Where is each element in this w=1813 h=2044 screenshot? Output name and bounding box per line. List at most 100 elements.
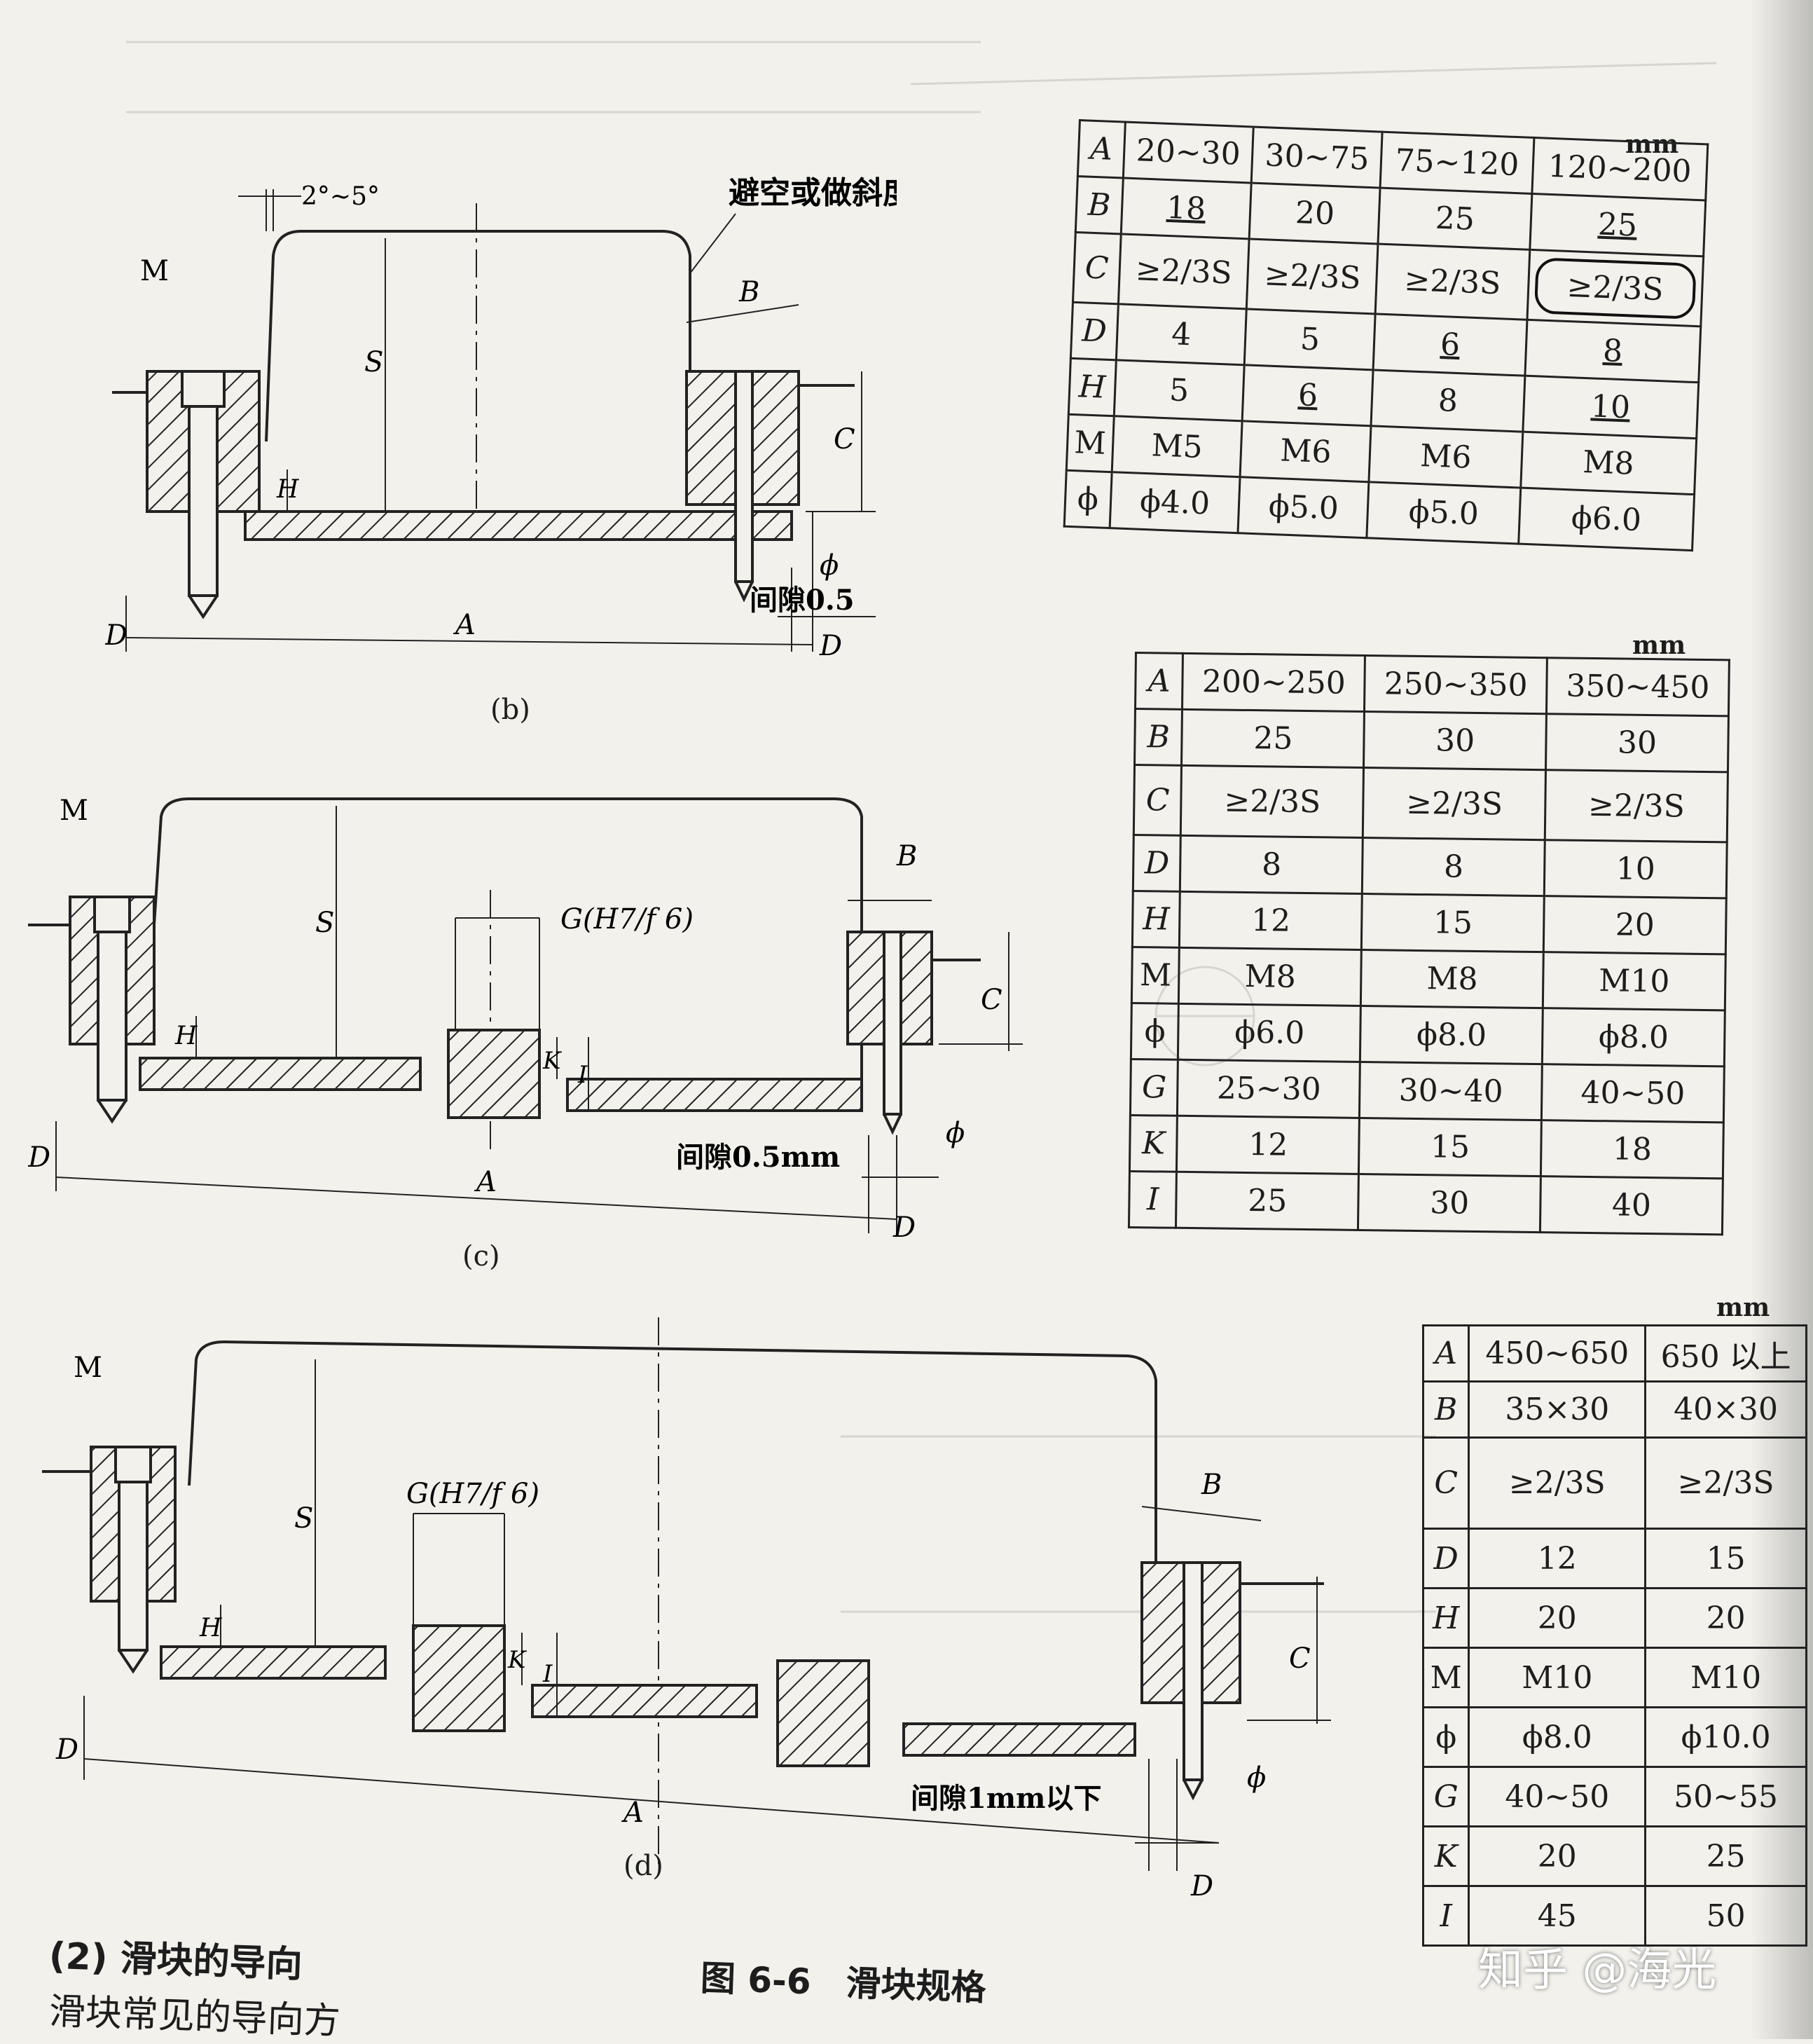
label-a: A	[474, 1166, 497, 1198]
table-cell: 75~120	[1380, 132, 1534, 194]
label-gap: 间隙0.5	[750, 584, 855, 617]
label-phi: ϕ	[946, 1117, 965, 1149]
table-cell: 18	[1540, 1120, 1724, 1179]
table-cell: G	[1130, 1059, 1178, 1116]
label-d-left: D	[28, 1141, 50, 1174]
table-cell: D	[1070, 302, 1118, 360]
table-cell: I	[1421, 1885, 1470, 1947]
table-cell: 350~450	[1546, 657, 1730, 716]
figure-b-caption: (b)	[490, 694, 530, 726]
table-cell: 12	[1176, 1116, 1360, 1174]
figure-caption: 图 6-6 滑块规格	[699, 1957, 987, 2009]
table-cell: H	[1068, 358, 1116, 416]
table-cell: ϕ	[1131, 1003, 1179, 1060]
table-cell: A	[1135, 652, 1183, 710]
table-cell: 20	[1468, 1825, 1647, 1887]
table-cell: 20	[1644, 1587, 1807, 1649]
table-cell: 35×30	[1468, 1380, 1647, 1439]
table-cell: 20	[1468, 1587, 1647, 1649]
table-cell: A	[1421, 1324, 1470, 1383]
table-cell: 4	[1115, 303, 1247, 365]
label-h: H	[174, 1022, 198, 1050]
label-s: S	[364, 346, 383, 378]
label-angle: 2°~5°	[301, 182, 380, 211]
table-cell: M6	[1240, 420, 1372, 482]
label-c: C	[981, 984, 1002, 1016]
table-cell: ϕ8.0	[1542, 1008, 1725, 1066]
table-cell: 120~200	[1531, 137, 1708, 200]
label-m: M	[74, 1352, 102, 1384]
table-cell: 20	[1249, 183, 1381, 245]
table-cell: 30~75	[1251, 127, 1383, 188]
label-b: B	[896, 840, 917, 872]
table-cell: 30~40	[1359, 1062, 1543, 1120]
table-cell: 650 以上	[1644, 1324, 1807, 1383]
table-cell: 450~650	[1468, 1324, 1647, 1383]
table-cell: M10	[1468, 1647, 1647, 1708]
table-3-unit: mm	[1716, 1293, 1770, 1322]
table-cell: ≥2/3S	[1117, 233, 1250, 309]
table-cell: G	[1421, 1766, 1470, 1827]
table-cell: 20~30	[1122, 122, 1254, 184]
table-cell: ≥2/3S	[1526, 249, 1704, 327]
table-row: C ≥2/3S ≥2/3S	[1421, 1436, 1807, 1530]
table-cell: 25	[1182, 709, 1365, 768]
table-row: M M10 M10	[1421, 1647, 1807, 1708]
table-cell: B	[1134, 708, 1183, 766]
table-2-unit: mm	[1632, 631, 1686, 660]
table-cell: ≥2/3S	[1644, 1436, 1807, 1530]
table-cell: 20	[1543, 896, 1727, 954]
table-cell: ≥2/3S	[1468, 1436, 1647, 1530]
table-cell: ≥2/3S	[1375, 244, 1530, 320]
table-cell: M8	[1520, 432, 1697, 495]
table-cell: 40~50	[1468, 1766, 1647, 1827]
table-cell: 30	[1545, 713, 1729, 772]
label-d-right: D	[1190, 1870, 1213, 1902]
label-d-right: D	[819, 630, 842, 662]
table-cell: K	[1129, 1115, 1178, 1172]
table-1-unit: mm	[1625, 130, 1679, 159]
table-cell: K	[1421, 1825, 1470, 1887]
label-g: G(H7/f 6)	[406, 1478, 539, 1510]
table-cell: 40×30	[1644, 1380, 1807, 1439]
table-row: ϕ ϕ6.0 ϕ8.0 ϕ8.0	[1131, 1003, 1725, 1066]
table-row: H 12 15 20	[1132, 891, 1727, 954]
table-cell: 30	[1358, 1174, 1541, 1233]
table-cell: ϕ	[1064, 470, 1112, 528]
table-cell: 15	[1644, 1528, 1807, 1589]
table-row: B 25 30 30	[1134, 708, 1729, 772]
label-d-left: D	[105, 619, 127, 652]
table-cell: 8	[1524, 320, 1701, 383]
table-row: M M8 M8 M10	[1131, 947, 1726, 1010]
table-cell: 50	[1644, 1885, 1807, 1947]
table-row: I 25 30 40	[1129, 1171, 1723, 1235]
table-cell: 25	[1644, 1825, 1807, 1887]
table-cell: 18	[1120, 177, 1252, 239]
label-h: H	[276, 475, 299, 504]
table-cell: ϕ6.0	[1178, 1003, 1361, 1062]
figure-d-caption: (d)	[623, 1850, 663, 1882]
table-cell: C	[1073, 232, 1121, 304]
table-row: G 40~50 50~55	[1421, 1766, 1807, 1827]
figure-b-drawing: 2°~5° 避空或做斜度 M S H B C ϕ 间隙0.5 A D D	[105, 175, 897, 662]
label-i: I	[542, 1660, 553, 1688]
table-cell: M5	[1111, 416, 1243, 477]
table-cell: C	[1133, 764, 1183, 836]
table-cell: 15	[1361, 893, 1545, 952]
label-a: A	[453, 609, 476, 641]
table-2: A 200~250 250~350 350~450 B 25 30 30 C ≥…	[1128, 652, 1730, 1235]
table-cell: ϕ10.0	[1644, 1706, 1807, 1768]
table-cell: B	[1075, 176, 1123, 234]
table-row: I 45 50	[1421, 1885, 1807, 1947]
table-cell: M8	[1178, 947, 1362, 1006]
label-g: G(H7/f 6)	[560, 903, 694, 935]
table-cell: 10	[1522, 376, 1699, 439]
table-cell: ϕ6.0	[1518, 488, 1695, 551]
table-cell: 6	[1373, 313, 1527, 376]
label-c: C	[1289, 1642, 1311, 1675]
watermark: 知乎 @海光	[1478, 1944, 1717, 1996]
table-cell: ≥2/3S	[1180, 765, 1364, 838]
label-phi: ϕ	[820, 549, 839, 582]
